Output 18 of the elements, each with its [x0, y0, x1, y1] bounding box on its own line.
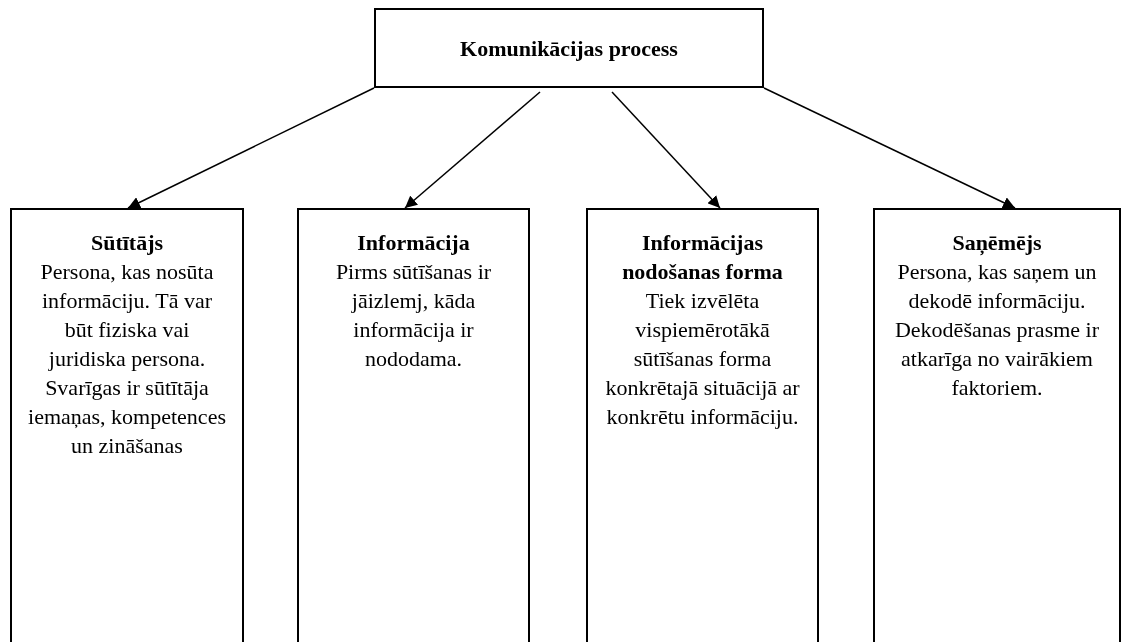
- process-box: [586, 208, 819, 642]
- process-box: [297, 208, 530, 642]
- arrow: [404, 91, 541, 209]
- box-heading: Saņēmējs: [951, 229, 1043, 257]
- box-description: Persona, kas nosūta informāciju. Tā var būt fiziska vai juridiska persona. Svarīgas ir sūtītāja iemaņas, kompetences un zināšanas: [27, 258, 227, 460]
- process-box: [873, 208, 1121, 642]
- box-heading: Informācija: [356, 229, 471, 257]
- box-description: Persona, kas saņem un dekodē informāciju. Dekodēšanas prasme ir atkarīga no vairākiem faktoriem.: [893, 258, 1100, 402]
- title-box: [374, 8, 764, 88]
- arrow: [127, 87, 375, 209]
- node-label: Komunikācijas process: [460, 34, 678, 63]
- arrow: [611, 91, 721, 209]
- box-heading: Sūtītājs: [89, 229, 165, 257]
- box-description: Pirms sūtīšanas ir jāizlemj, kāda informācija ir nododama.: [334, 258, 493, 373]
- process-box: [10, 208, 244, 642]
- box-heading: Informācijas nodošanas forma: [621, 229, 784, 286]
- box-description: Tiek izvēlēta vispiemērotākā sūtīšanas forma konkrētajā situācijā ar konkrētu informāciju.: [604, 287, 801, 431]
- arrow: [763, 87, 1016, 209]
